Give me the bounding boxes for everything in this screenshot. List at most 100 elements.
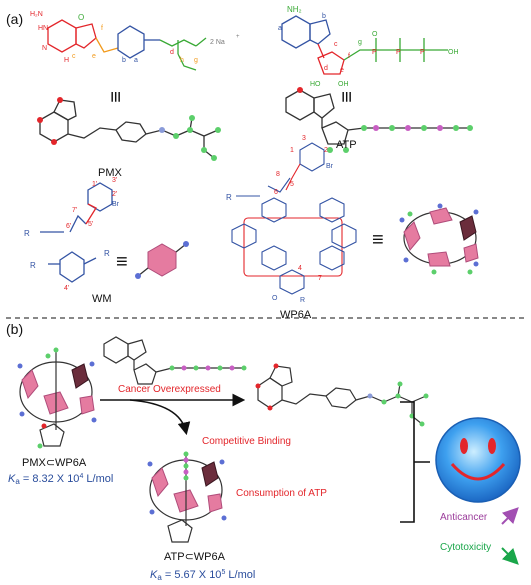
atp-oh: OH [338, 81, 349, 88]
wp6a-equiv: ≡ [372, 229, 384, 251]
wp6a-model [399, 203, 479, 275]
wp6a-o-bottom: O [272, 295, 278, 302]
wp6a-br: Br [326, 163, 334, 170]
anticancer-label: Anticancer [440, 512, 488, 523]
wm-name: WM [92, 293, 112, 305]
pmx-letter-c: c [72, 53, 76, 60]
wp6a-num-5: 5 [290, 181, 294, 188]
wp6a-r-top: R [226, 193, 232, 202]
pmx-counterion-charge: + [236, 34, 240, 40]
wm-num-6: 6' [66, 223, 71, 230]
atp-model-b [103, 336, 247, 385]
pmx-name: PMX [98, 167, 123, 179]
wm-num-2: 2' [112, 191, 117, 198]
anticancer-up-arrow-icon [501, 507, 519, 525]
wp6a-num-8: 8 [276, 171, 280, 178]
wp6a-num-6: 6 [274, 189, 278, 196]
complex1-ka-sub: a [15, 477, 20, 486]
wm-equiv: ≡ [116, 251, 128, 273]
pmx-n-label: N [42, 45, 47, 52]
wp6a-num-3: 3 [302, 135, 306, 142]
wp6a-structure: R Br 3 2 1 8 5 6 4 7 O R [226, 135, 357, 304]
panel-a-label: (a) [6, 11, 23, 27]
atp-ho: HO [310, 81, 321, 88]
pmx-letter-h: h [180, 57, 184, 64]
pmx-letter-g: g [194, 57, 198, 64]
complex1-ka-value: = 8.32 X 10 [20, 473, 80, 485]
wm-model [135, 241, 189, 279]
complex1-name: PMX⊂WP6A [22, 457, 87, 469]
curved-arrow [129, 399, 191, 436]
atp-letter-a: a [278, 25, 282, 32]
atp-wp6a-complex-model [147, 451, 227, 543]
complex2-ka-symbol: K [150, 569, 158, 581]
atp-letter-g: g [358, 39, 362, 46]
pmx-letter-b: b [122, 57, 126, 64]
atp-p-3: P [420, 49, 425, 56]
atp-equiv: ≡ [335, 91, 357, 103]
pmx-h2n: H₂N [30, 11, 43, 18]
atp-letter-d: d [324, 65, 328, 72]
complex2-ka-unit: L/mol [225, 569, 255, 581]
atp-structure: NH₂ a b c d e f g O P P P OH HO OH [278, 5, 459, 88]
atp-nh2: NH₂ [287, 5, 302, 14]
pmx-letter-e: e [92, 53, 96, 60]
complex2-ka-exp: 5 [221, 569, 225, 576]
wm-num-3: 3' [112, 177, 117, 184]
complex1-ka-unit: L/mol [83, 473, 113, 485]
atp-p-1: P [372, 49, 377, 56]
pmx-structure: H₂N HN O N H f e c b a d h g 2 Na + [30, 11, 240, 71]
wp6a-r-bottom: R [300, 297, 305, 304]
wp6a-num-4: 4 [298, 265, 302, 272]
cytotoxicity-label: Cytotoxicity [440, 542, 491, 553]
pmx-model-b [255, 363, 429, 427]
wm-r-left: R [24, 229, 30, 238]
pmx-counterion: 2 Na [210, 39, 225, 46]
wm-r-ring: R [30, 261, 36, 270]
complex1-ka-exp: 4 [79, 473, 83, 480]
wp6a-num-1: 1 [290, 147, 294, 154]
pmx-equiv: ≡ [104, 91, 126, 103]
pmx-hn: HN [38, 25, 48, 32]
pmx-h-label: H [64, 57, 69, 64]
pmx-o-label: O [78, 13, 84, 22]
smiley-face-icon [435, 417, 521, 503]
wp6a-name: WP6A [280, 309, 312, 321]
complex1-ka: Ka = 8.32 X 104 L/mol [8, 473, 113, 486]
wm-num-5: 5' [88, 221, 93, 228]
wm-br: Br [112, 201, 120, 208]
pmx-letter-f: f [101, 25, 103, 32]
label-consumption-atp: Consumption of ATP [236, 488, 327, 499]
wm-num-7: 7' [72, 207, 77, 214]
label-cancer-overexpressed: Cancer Overexpressed [118, 384, 221, 395]
atp-letter-b: b [322, 13, 326, 20]
atp-p-2: P [396, 49, 401, 56]
wm-r-right: R [104, 249, 110, 258]
wp6a-num-2: 2 [324, 147, 328, 154]
cytotoxicity-down-arrow-icon [501, 547, 519, 565]
panel-b-label: (b) [6, 321, 23, 337]
wp6a-num-7: 7 [318, 275, 322, 282]
atp-letter-f: f [348, 53, 350, 60]
pmx-wp6a-complex-model [17, 347, 97, 449]
complex2-ka-value: = 5.67 X 10 [162, 569, 222, 581]
complex2-ka: Ka = 5.67 X 105 L/mol [150, 569, 255, 582]
complex2-name: ATP⊂WP6A [164, 551, 226, 563]
atp-letter-c: c [334, 41, 338, 48]
atp-name: ATP [336, 139, 357, 151]
pmx-letter-d: d [170, 49, 174, 56]
atp-letter-e: e [340, 67, 344, 74]
wm-num-1: 1' [92, 181, 97, 188]
wm-num-4: 4' [64, 285, 69, 292]
complex1-ka-symbol: K [8, 473, 16, 485]
atp-model [285, 87, 473, 153]
atp-o-1: O [372, 31, 378, 38]
right-brace [400, 401, 430, 523]
label-competitive-binding: Competitive Binding [202, 436, 291, 447]
atp-oh-end: OH [448, 49, 459, 56]
pmx-model [37, 97, 221, 161]
pmx-letter-a: a [134, 57, 138, 64]
complex2-ka-sub: a [157, 573, 162, 582]
wm-structure: R R R Br 1' 2' 3' 4' 5' 6' 7' [24, 177, 120, 292]
